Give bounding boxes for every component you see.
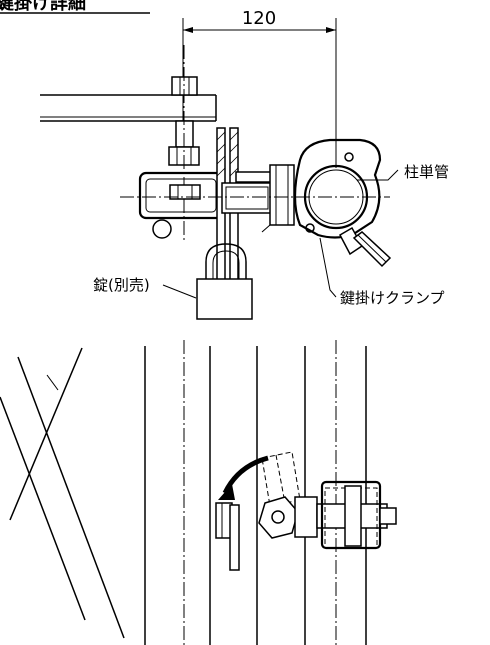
leader-lock [162,284,197,299]
beam-bar [40,94,217,122]
connector-tube [221,164,295,233]
title-block: 鍵掛け詳細 [0,0,150,14]
label-lock-clamp: 鍵掛けクランプ [340,289,445,307]
label-lock: 錠(別売) [93,276,150,294]
top-view: 120 [40,8,449,320]
leader-lines [162,169,399,299]
clamp-side [258,480,397,550]
swing-arrow [218,455,269,500]
dimension-value: 120 [242,8,276,29]
side-view [0,340,397,645]
label-pillar-pipe: 柱単管 [404,163,449,181]
pillar-lines [144,340,367,645]
leader-lock-clamp [319,237,337,298]
bracket-box [138,171,224,239]
padlock [196,243,253,320]
diagonal-brace [0,347,125,639]
dimension-120: 120 [182,8,337,168]
leader-pillar-pipe [357,169,399,181]
hasp-side [215,502,240,571]
pillar-pipe-circle [303,164,369,230]
bolt-assembly [168,76,200,166]
rotated-lever-ghost [261,451,301,507]
clamp-body [293,138,392,268]
drawing-title: 鍵掛け詳細 [0,0,86,14]
